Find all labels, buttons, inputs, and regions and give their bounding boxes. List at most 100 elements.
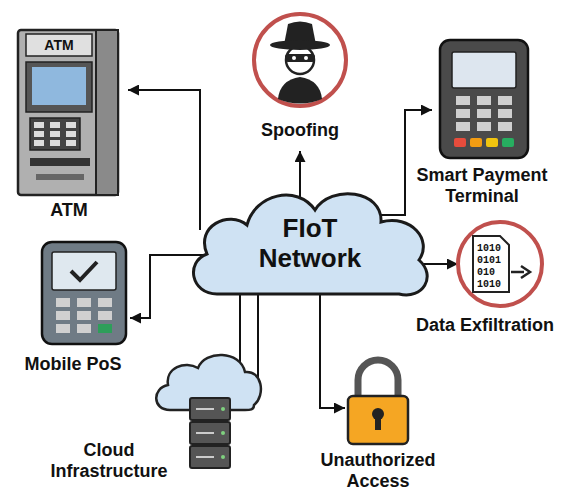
icon-node: Cloud Infrastructure xyxy=(150,350,270,478)
payment-terminal-icon-part xyxy=(456,96,470,105)
lock-icon-part xyxy=(375,414,381,430)
cloud-infrastructure-icon-part xyxy=(221,431,225,435)
atm-icon-part xyxy=(32,67,86,105)
data-exfiltration-icon-part xyxy=(521,266,530,278)
data-exfiltration-icon xyxy=(458,222,542,306)
payment-terminal-icon-part xyxy=(477,122,491,131)
icon-node: Unauthorized Access xyxy=(345,358,411,446)
data-exfiltration-icon-part xyxy=(458,222,542,306)
connector xyxy=(299,151,301,200)
cloud-infrastructure-icon-part xyxy=(221,407,225,411)
payment-terminal-icon-part xyxy=(452,52,516,88)
node-label: ATM xyxy=(10,200,128,221)
cloud-infrastructure-icon-part xyxy=(196,456,214,458)
binary-text: 1010 xyxy=(477,243,505,254)
cloud-infrastructure-icon-part xyxy=(196,432,214,434)
binary-text: 010 xyxy=(477,267,505,278)
payment-terminal-icon-part xyxy=(477,96,491,105)
atm-icon-part xyxy=(34,131,44,137)
spoofing-icon-part xyxy=(254,14,346,106)
node-label: Cloud Infrastructure xyxy=(38,440,180,482)
atm-icon-part xyxy=(36,174,84,180)
payment-terminal-icon-part xyxy=(486,138,498,147)
data-exfiltration-icon-part xyxy=(473,236,509,292)
binary-text: 0101 xyxy=(477,255,505,266)
mobile-pos-icon-part xyxy=(98,324,112,333)
mobile-pos-icon-part xyxy=(98,311,112,320)
mobile-pos-icon-part xyxy=(98,298,112,307)
data-exfiltration-icon-part xyxy=(511,271,524,274)
node-label: Smart Payment Terminal xyxy=(412,165,552,207)
connector xyxy=(320,290,345,408)
spoofing-icon-part xyxy=(286,46,314,74)
spoofing-icon-part xyxy=(292,56,296,60)
network-cloud: FIoT Network xyxy=(185,180,435,305)
connector xyxy=(257,290,259,380)
node-label: Spoofing xyxy=(245,120,355,141)
lock-icon-part xyxy=(358,360,398,398)
spoofing-icon-part xyxy=(304,56,308,60)
mobile-pos-icon xyxy=(42,242,126,344)
atm-icon-part xyxy=(66,140,76,146)
atm-icon-part xyxy=(34,122,44,128)
payment-terminal-icon-part xyxy=(498,96,512,105)
cloud-outline xyxy=(194,194,428,295)
icon-node: Smart Payment Terminal xyxy=(432,38,532,160)
screen-label: ATM xyxy=(26,35,92,55)
atm-icon-part xyxy=(34,140,44,146)
icon-node: Spoofing xyxy=(245,12,355,148)
spoofing-icon xyxy=(254,14,346,106)
node-label: Data Exfiltration xyxy=(408,315,562,336)
payment-terminal-icon-part xyxy=(456,122,470,131)
mobile-pos-icon-part xyxy=(77,298,91,307)
atm-icon-part xyxy=(66,122,76,128)
atm-icon-part xyxy=(18,30,118,195)
spoofing-icon-part xyxy=(270,40,330,50)
payment-terminal-icon-part xyxy=(454,138,466,147)
mobile-pos-icon-part xyxy=(42,242,126,344)
atm-icon-part xyxy=(96,30,118,195)
mobile-pos-icon-part xyxy=(52,252,116,290)
atm-icon-part xyxy=(26,34,92,56)
atm-icon-part xyxy=(50,140,60,146)
payment-terminal-icon-part xyxy=(470,138,482,147)
payment-terminal-icon xyxy=(440,40,528,158)
connector xyxy=(375,110,432,215)
icon-node: ATM xyxy=(10,28,128,196)
spoofing-icon-part xyxy=(278,77,322,104)
atm-icon-part xyxy=(66,131,76,137)
connector xyxy=(128,90,200,230)
cloud-infrastructure-icon-part xyxy=(190,398,230,420)
node-label: Mobile PoS xyxy=(8,354,138,375)
payment-terminal-icon-part xyxy=(456,109,470,118)
lock-icon xyxy=(348,360,408,444)
payment-terminal-icon-part xyxy=(502,138,514,147)
mobile-pos-icon-part xyxy=(77,324,91,333)
cloud-infrastructure-icon-part xyxy=(190,422,230,444)
mobile-pos-icon-part xyxy=(71,262,97,280)
atm-icon-part xyxy=(30,118,80,150)
atm-icon-part xyxy=(30,158,90,166)
mobile-pos-icon-part xyxy=(56,298,70,307)
atm-icon-part xyxy=(50,131,60,137)
cloud-infrastructure-icon-part xyxy=(196,408,214,410)
mobile-pos-icon-part xyxy=(56,324,70,333)
network-title: FIoT Network xyxy=(240,213,380,273)
cloud-infrastructure-icon xyxy=(156,355,261,468)
cloud-infrastructure-icon-part xyxy=(221,455,225,459)
atm-icon xyxy=(18,30,118,195)
payment-terminal-icon-part xyxy=(440,40,528,158)
atm-icon-part xyxy=(26,62,92,112)
payment-terminal-icon-part xyxy=(477,109,491,118)
binary-text: 1010 xyxy=(477,279,505,290)
node-label: Unauthorized Access xyxy=(309,450,447,492)
icon-node: Mobile PoS xyxy=(38,240,130,346)
payment-terminal-icon-part xyxy=(498,109,512,118)
lock-icon-part xyxy=(348,396,408,444)
mobile-pos-icon-part xyxy=(56,311,70,320)
cloud-infrastructure-icon-part xyxy=(190,446,230,468)
spoofing-icon-part xyxy=(285,54,315,62)
mobile-pos-icon-part xyxy=(77,311,91,320)
atm-icon-part xyxy=(50,122,60,128)
